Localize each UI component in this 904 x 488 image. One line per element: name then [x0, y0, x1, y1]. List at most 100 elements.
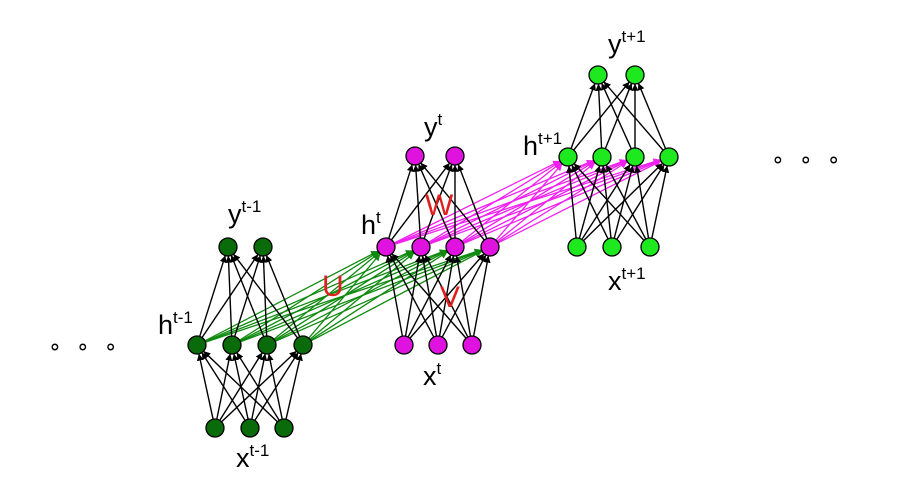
- hidden-node: [480, 237, 500, 257]
- recurrent-edge: [490, 163, 563, 246]
- hidden-to-output-edge: [457, 164, 490, 246]
- hidden-node: [411, 237, 431, 257]
- input-to-hidden-edge: [611, 165, 635, 246]
- input-to-hidden-edge: [420, 255, 439, 344]
- hidden-to-output-edge: [418, 164, 455, 246]
- input-to-hidden-edge: [649, 165, 670, 246]
- hidden-to-output-edge: [233, 253, 303, 344]
- label-superscript: t: [376, 208, 381, 227]
- labels-step-next: yt+1 ht+1 xt+1: [523, 27, 646, 296]
- hidden-node: [187, 335, 207, 355]
- input-to-hidden-edge: [250, 352, 299, 427]
- input-to-hidden-edge: [576, 165, 602, 246]
- inner-edges-step-prev: [196, 253, 303, 428]
- input-to-hidden-edge: [214, 353, 233, 427]
- input-to-hidden-edge: [577, 163, 663, 247]
- hidden-label-prev: ht-1: [158, 308, 193, 340]
- ellipsis-right: ∘ ∘ ∘: [771, 147, 845, 172]
- label-base: x: [608, 266, 622, 296]
- input-node: [428, 335, 448, 355]
- output-node: [445, 146, 465, 166]
- weight-label-u: U: [322, 270, 344, 303]
- input-to-hidden-edge: [391, 253, 472, 344]
- hidden-label-next: ht+1: [523, 129, 562, 161]
- input-node: [602, 237, 622, 257]
- input-to-hidden-edge: [600, 165, 613, 246]
- input-label-next: xt+1: [608, 264, 646, 296]
- recurrent-edge: [304, 252, 415, 345]
- input-node: [240, 418, 260, 438]
- input-to-hidden-edge: [389, 254, 438, 344]
- recurrent-edge: [456, 160, 628, 247]
- input-to-hidden-edge: [573, 163, 650, 246]
- output-node: [588, 65, 608, 85]
- recurrent-edge: [422, 159, 627, 247]
- hidden-to-output-edge: [568, 83, 596, 156]
- hidden-to-output-edge: [595, 83, 603, 156]
- input-to-hidden-edge: [612, 164, 665, 246]
- inner-edges-step-current: [385, 162, 491, 344]
- weight-label-w: W: [425, 189, 454, 222]
- input-to-hidden-edge: [201, 352, 250, 427]
- recurrent-edge: [422, 160, 595, 247]
- input-to-hidden-edge: [215, 352, 263, 427]
- label-superscript: t-1: [250, 441, 270, 460]
- nodes-step-prev: [187, 237, 313, 438]
- ellipsis-left: ∘ ∘ ∘: [48, 334, 122, 359]
- output-label-next: yt+1: [608, 27, 646, 59]
- input-to-hidden-edge: [249, 353, 268, 427]
- input-to-hidden-edge: [471, 255, 491, 344]
- hidden-to-output-edge: [602, 83, 633, 156]
- hidden-to-output-edge: [230, 255, 267, 344]
- hidden-node: [257, 335, 277, 355]
- label-superscript: t+1: [622, 27, 646, 46]
- hidden-node: [659, 147, 679, 167]
- recurrent-edge: [422, 161, 561, 247]
- input-node: [394, 335, 414, 355]
- input-to-hidden-edge: [571, 164, 612, 246]
- output-node: [405, 146, 425, 166]
- hidden-to-output-edge: [420, 162, 490, 246]
- hidden-to-output-edge: [601, 83, 635, 156]
- label-superscript: t+1: [538, 129, 562, 148]
- hidden-to-output-edge: [260, 255, 268, 344]
- recurrent-edge: [456, 162, 562, 247]
- recurrent-edge: [233, 250, 414, 345]
- input-node: [205, 418, 225, 438]
- hidden-to-output-edge: [637, 83, 669, 156]
- recurrent-edge: [491, 160, 662, 247]
- hidden-to-output-edge: [196, 255, 227, 344]
- inner-edges-step-next: [566, 81, 670, 247]
- hidden-node: [445, 237, 465, 257]
- input-to-hidden-edge: [634, 165, 651, 246]
- label-base: h: [361, 210, 376, 240]
- recurrent-edge: [387, 159, 627, 247]
- label-superscript: t-1: [173, 308, 193, 327]
- label-base: y: [424, 112, 438, 142]
- recurrent-edge: [304, 251, 448, 345]
- hidden-node: [376, 237, 396, 257]
- output-label-current: yt: [424, 110, 443, 142]
- nodes-step-next: [558, 65, 679, 257]
- label-superscript: t: [437, 359, 442, 378]
- recurrent-edge: [233, 251, 379, 345]
- label-superscript: t: [438, 110, 443, 129]
- recurrent-edge: [268, 252, 380, 345]
- hidden-to-output-edge: [265, 255, 303, 344]
- input-to-hidden-edge: [404, 254, 452, 344]
- hidden-to-output-edge: [225, 255, 233, 344]
- recurrent-edge: [387, 159, 594, 247]
- input-to-hidden-edge: [283, 353, 303, 427]
- label-base: h: [523, 131, 538, 161]
- labels-step-prev: yt-1 ht-1 xt-1: [158, 197, 269, 473]
- input-node: [274, 418, 294, 438]
- label-base: y: [228, 199, 242, 229]
- input-to-hidden-edge: [454, 255, 473, 344]
- input-to-hidden-edge: [577, 164, 631, 246]
- input-to-hidden-edge: [231, 353, 251, 427]
- hidden-to-output-edge: [412, 164, 422, 246]
- input-to-hidden-edge: [236, 352, 284, 427]
- label-base: x: [236, 443, 250, 473]
- input-label-prev: xt-1: [236, 441, 269, 473]
